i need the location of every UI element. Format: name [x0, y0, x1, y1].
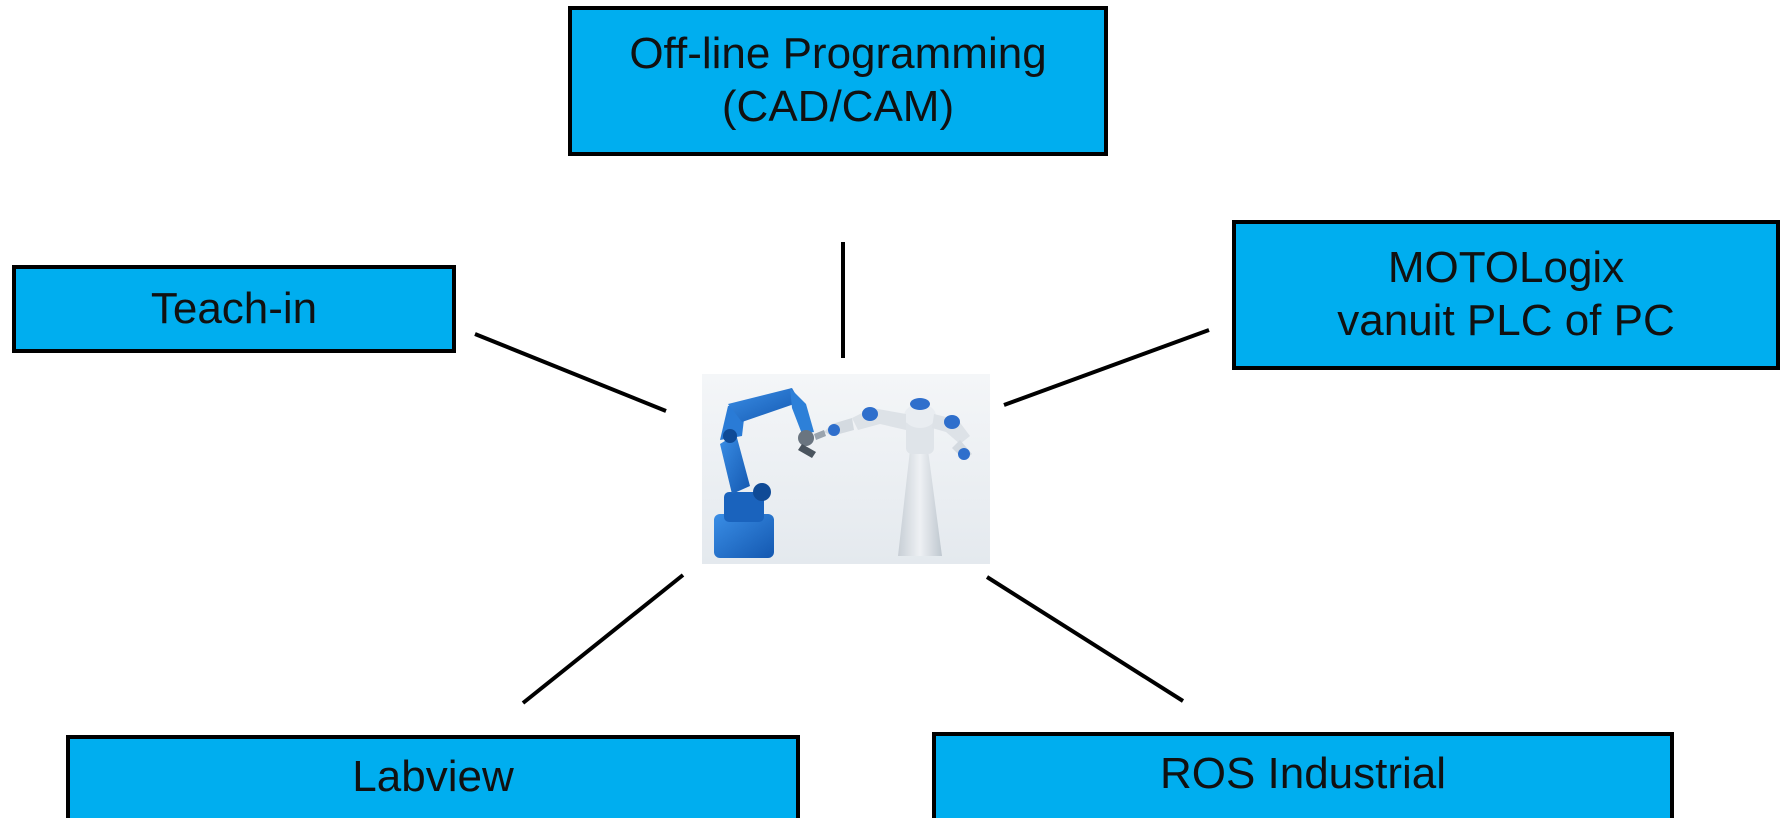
- node-motologix-line1: MOTOLogix: [1387, 243, 1625, 293]
- connector-teachin: [474, 332, 667, 413]
- node-labview: Labview: [66, 735, 800, 818]
- node-teach-in: Teach-in: [12, 265, 456, 353]
- connector-motologix: [1003, 328, 1210, 407]
- connector-labview: [521, 573, 685, 705]
- node-ros-industrial: ROS Industrial: [932, 732, 1674, 818]
- white-robot-arm: [814, 398, 972, 556]
- node-offline-programming: Off-line Programming (CAD/CAM): [568, 6, 1108, 156]
- node-offline-programming-line1: Off-line Programming: [629, 29, 1047, 79]
- node-ros-industrial-label: ROS Industrial: [1159, 749, 1447, 798]
- node-teach-in-label: Teach-in: [150, 283, 318, 333]
- node-motologix-line2: vanuit PLC of PC: [1337, 296, 1675, 345]
- industrial-robots-illustration: [702, 374, 990, 564]
- connector-ros: [985, 575, 1185, 703]
- blue-robot-arm: [714, 388, 816, 558]
- node-offline-programming-line2: (CAD/CAM): [721, 82, 955, 131]
- node-labview-label: Labview: [352, 752, 514, 801]
- node-motologix: MOTOLogix vanuit PLC of PC: [1232, 220, 1780, 370]
